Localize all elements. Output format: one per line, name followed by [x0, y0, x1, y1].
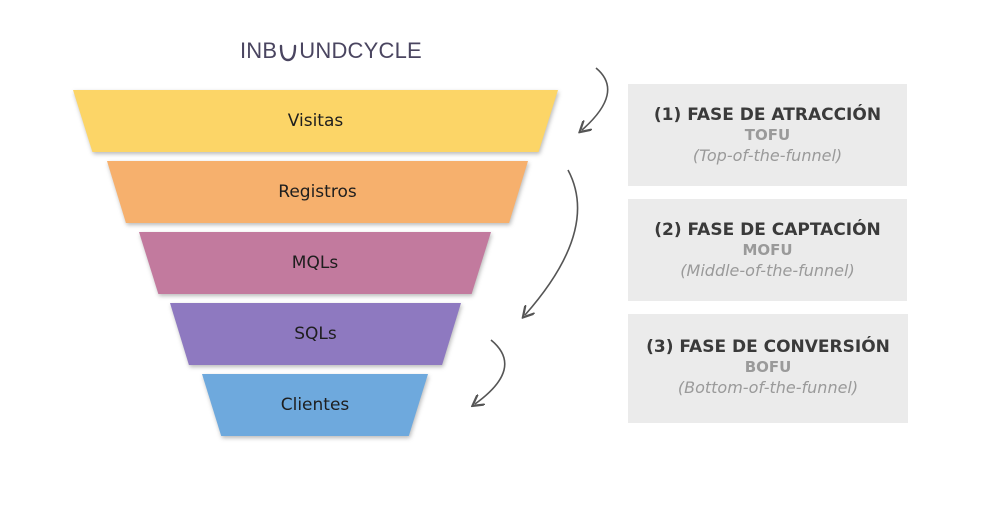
funnel-stage-label: Clientes [280, 395, 350, 415]
funnel-stage-shape [73, 90, 558, 152]
funnel-stage-sqls: SQLs [170, 303, 461, 365]
funnel-stage-mqls: MQLs [139, 232, 491, 294]
funnel-stage-label: SQLs [294, 324, 337, 344]
funnel-stage-label: Visitas [287, 111, 344, 131]
arrow-icon [582, 67, 609, 130]
phase-title: (1) FASE DE ATRACCIÓN [653, 105, 882, 125]
phase-box-atraccion: (1) FASE DE ATRACCIÓN TOFU (Top-of-the-f… [628, 84, 907, 186]
phase-title: (3) FASE DE CONVERSIÓN [646, 337, 890, 357]
phase-description: (Middle-of-the-funnel) [680, 261, 855, 280]
brand-logo: INB UNDCYCLE [240, 38, 422, 64]
funnel-stage-label: Registros [278, 182, 357, 202]
phase-box-conversion: (3) FASE DE CONVERSIÓN BOFU (Bottom-of-t… [628, 314, 908, 423]
phase-acronym: TOFU [744, 126, 791, 144]
funnel-stage-shape [170, 303, 461, 365]
funnel-stage-clientes: Clientes [202, 374, 428, 436]
logo-text-right: UNDCYCLE [299, 38, 422, 63]
phase-box-captacion: (2) FASE DE CAPTACIÓN MOFU (Middle-of-th… [628, 199, 907, 301]
phase-description: (Bottom-of-the-funnel) [677, 378, 859, 397]
funnel-stage-registros: Registros [107, 161, 528, 223]
arrow-icon [475, 339, 506, 404]
logo-o-mark-icon [278, 39, 298, 63]
phase-acronym: BOFU [744, 358, 792, 376]
funnel-stage-visitas: Visitas [73, 90, 558, 152]
funnel-stage-label: MQLs [291, 253, 339, 273]
phase-title: (2) FASE DE CAPTACIÓN [654, 220, 881, 240]
funnel-stage-shape [139, 232, 491, 294]
logo-text-left: INB [240, 38, 278, 63]
phase-description: (Top-of-the-funnel) [692, 146, 843, 165]
funnel-stage-shape [107, 161, 528, 223]
phase-acronym: MOFU [742, 241, 793, 259]
arrow-icon [525, 169, 579, 315]
funnel-stage-shape [202, 374, 428, 436]
